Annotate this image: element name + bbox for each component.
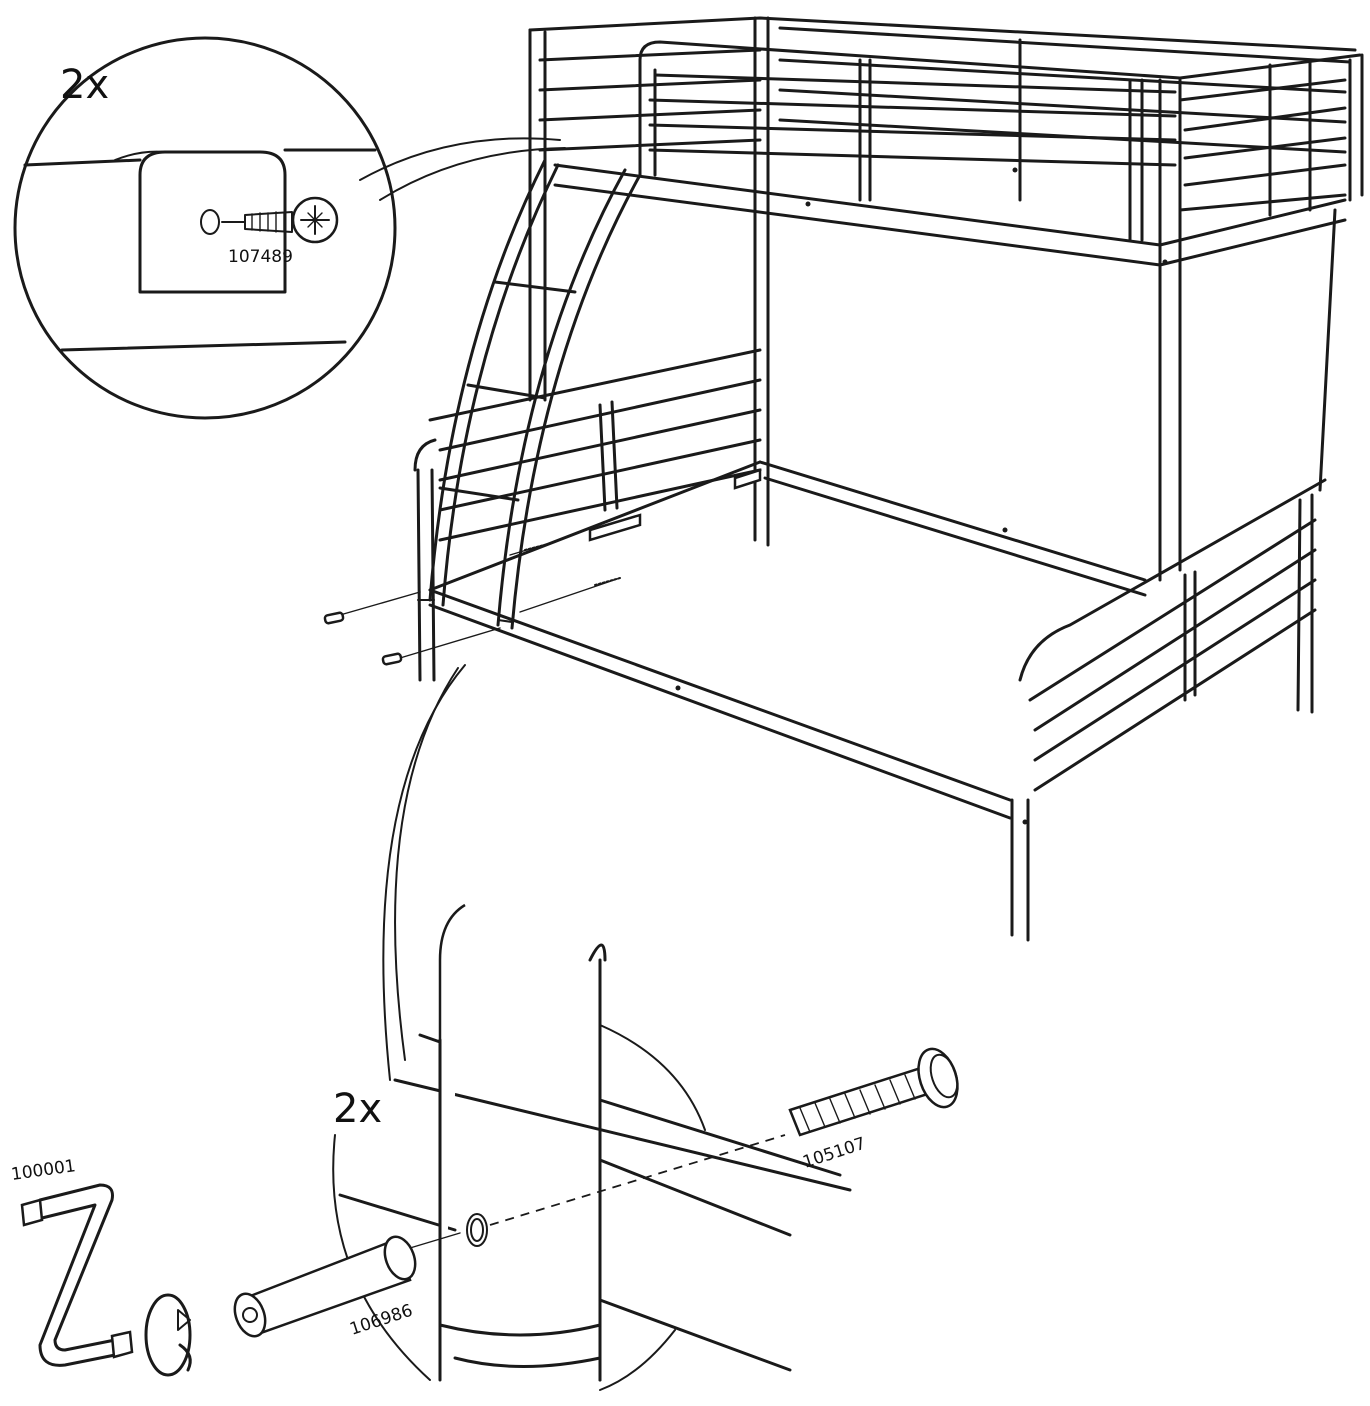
screw-icon	[221, 196, 339, 244]
back-left-post	[528, 16, 770, 547]
part-number-label: 107489	[228, 247, 293, 267]
bolt-hole-icon	[466, 1213, 488, 1247]
lower-bunk-frame	[428, 460, 1147, 820]
quantity-label: 2x	[333, 1086, 382, 1132]
rivets	[675, 167, 1168, 825]
magnifier-callout-icon	[13, 36, 397, 420]
bracket-icon	[588, 513, 642, 542]
allen-key-part-number: 100001	[10, 1156, 77, 1185]
bolt-icon	[788, 1047, 959, 1137]
quantity-label: 2x	[60, 62, 109, 108]
bunk-bed-frame	[323, 16, 1364, 942]
screw-icon	[594, 577, 621, 586]
allen-key-icon	[20, 1183, 134, 1367]
rotate-arrow-icon	[144, 1293, 192, 1377]
bracket-tab	[138, 150, 287, 294]
dowel-pin-icon	[323, 611, 345, 625]
screw-icon	[524, 542, 553, 551]
ladder	[428, 158, 642, 630]
lower-back-rail	[413, 348, 762, 542]
bolt-part-number: 105107	[800, 1134, 868, 1173]
barrel-nut-icon	[233, 1232, 461, 1338]
dowel-pin-icon	[381, 652, 403, 666]
bottom-detail-callout: 2x 100001 105107 106986	[10, 664, 959, 1391]
barrel-nut-part-number: 106986	[347, 1301, 415, 1340]
top-detail-callout: 2x 107489	[13, 36, 566, 420]
ladder-fixing-hardware	[323, 468, 762, 666]
top-bunk-side-frame	[553, 163, 1347, 267]
screw-hole-icon	[200, 209, 220, 235]
top-bunk-guard-rail	[638, 40, 1182, 242]
top-right-end-panel	[1178, 53, 1362, 217]
lower-right-end-panel	[1010, 478, 1327, 942]
front-right-post	[1158, 53, 1364, 582]
bed-post-tube	[418, 903, 607, 1382]
